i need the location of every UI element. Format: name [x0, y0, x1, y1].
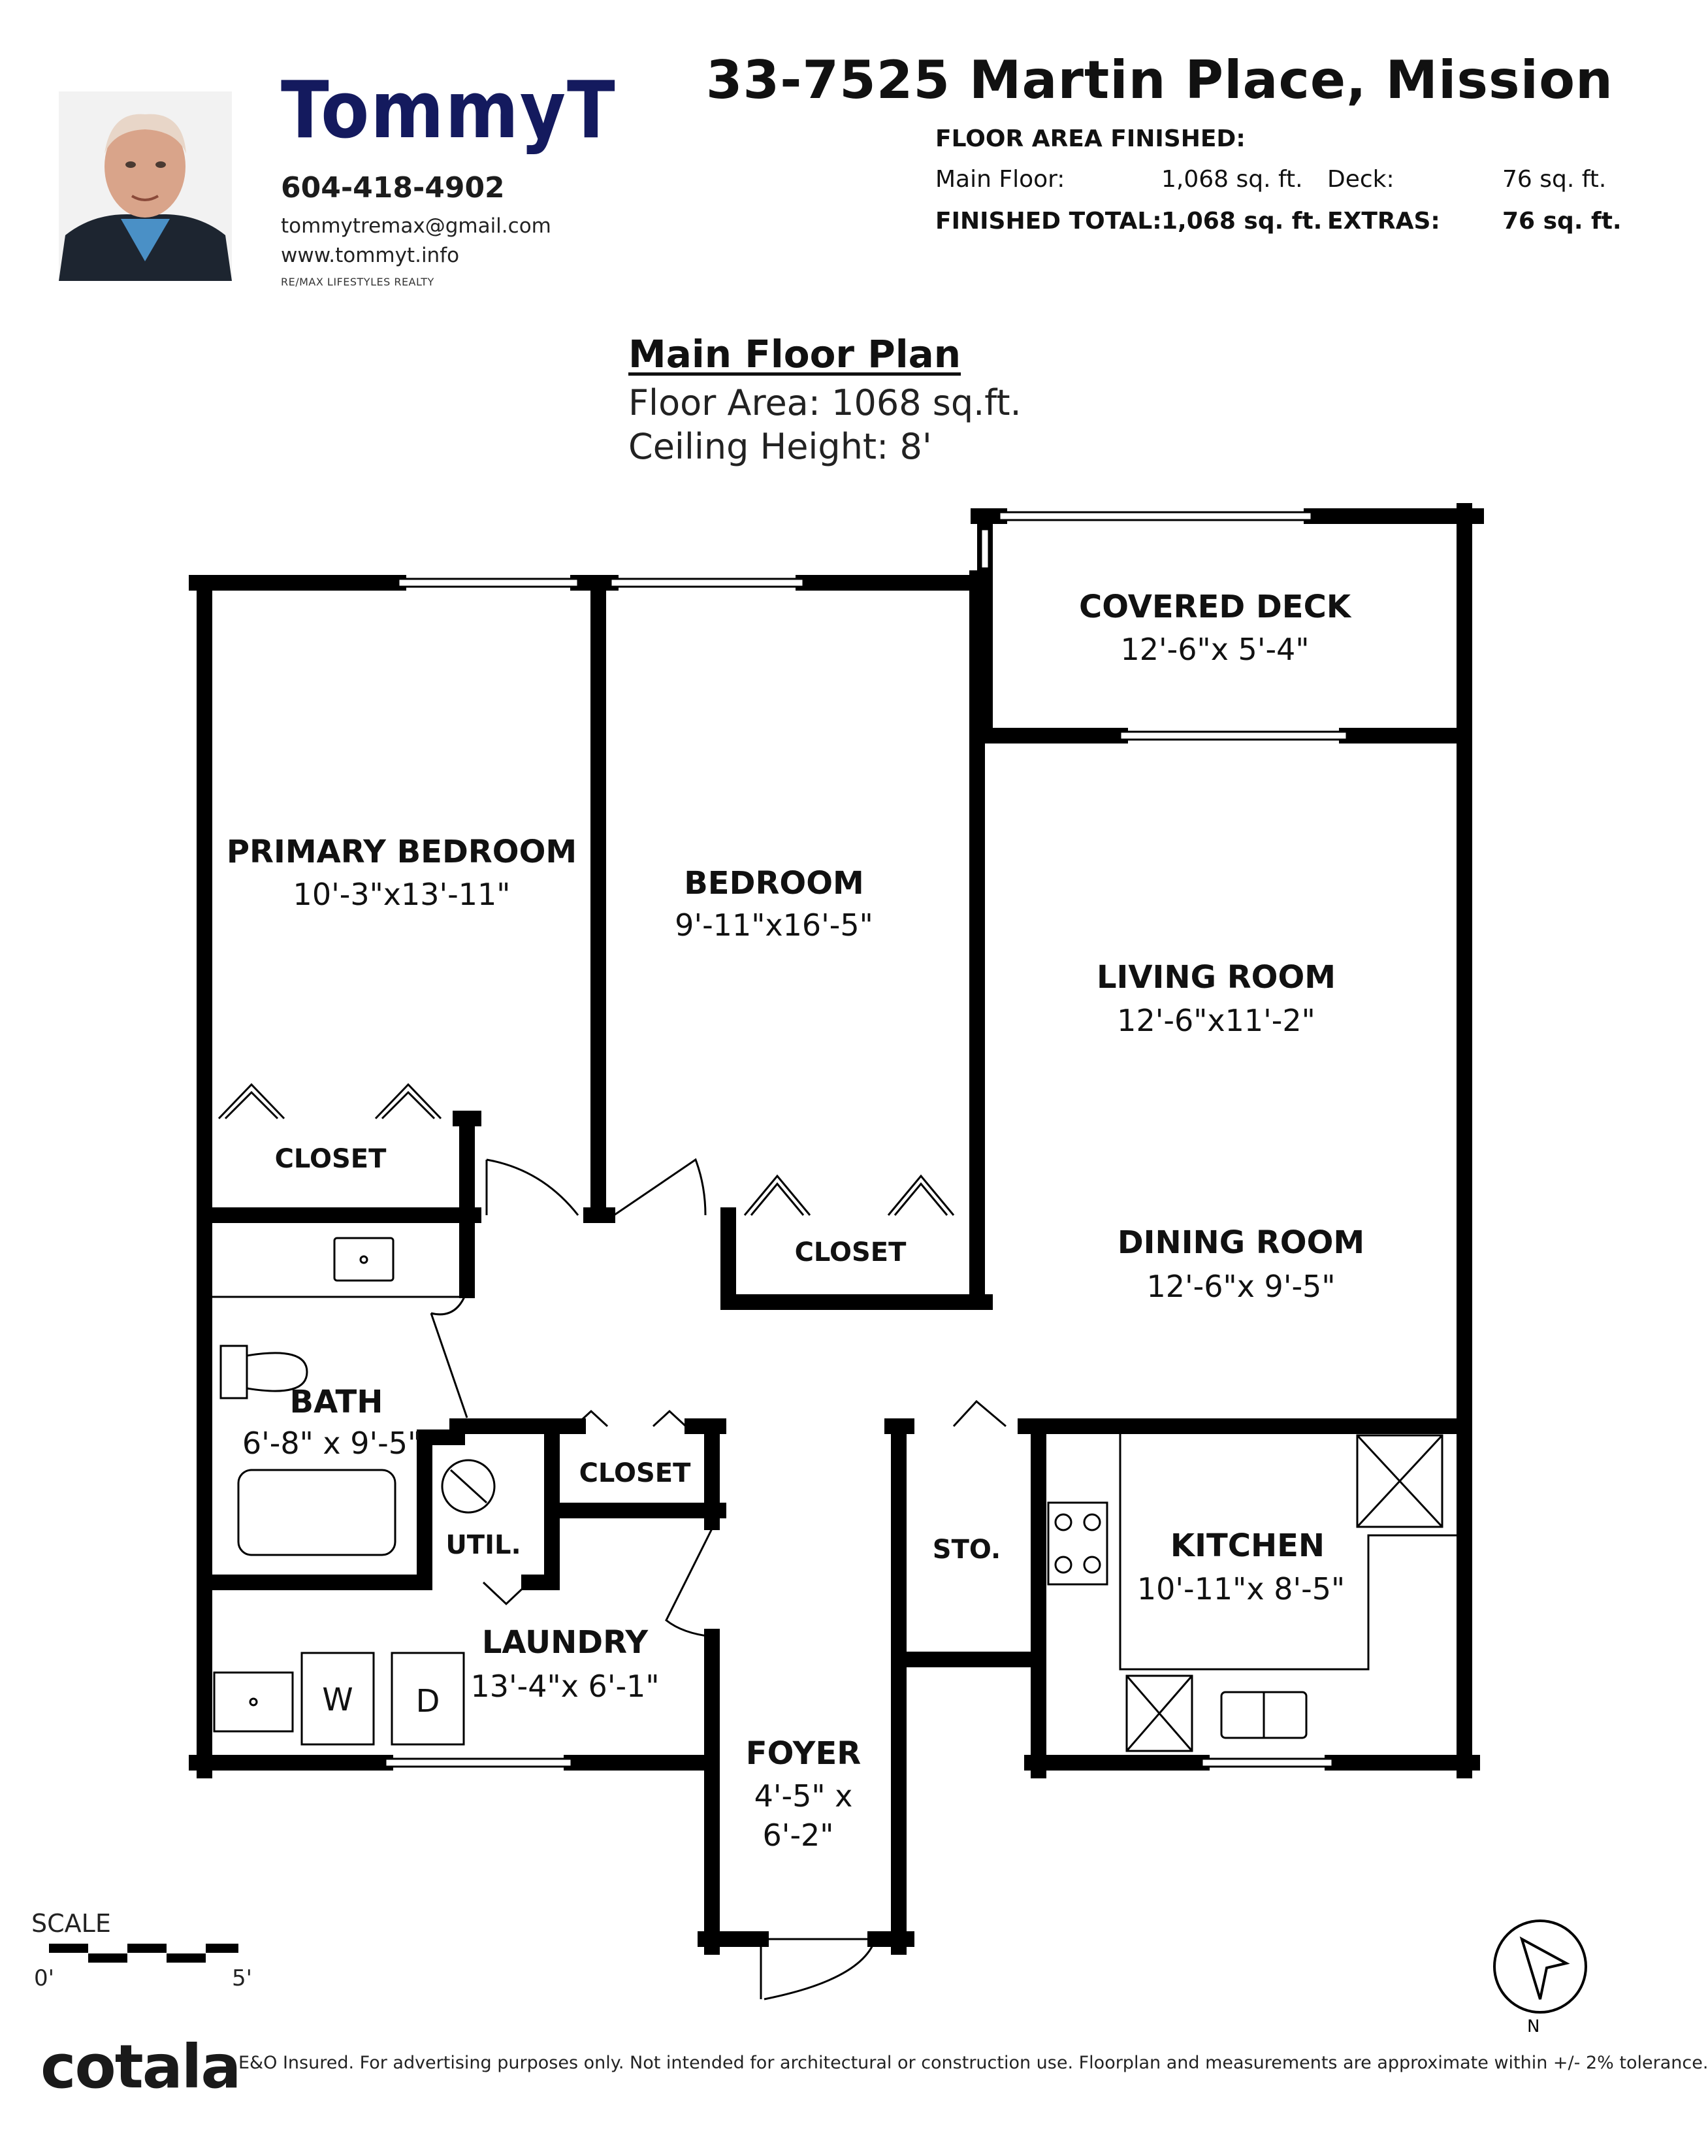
range-icon	[1047, 1501, 1108, 1586]
agent-phone: 604-418-4902	[281, 171, 505, 204]
scale-max-label: 5'	[232, 1965, 252, 1991]
main-floor-label: Main Floor:	[935, 166, 1065, 193]
fridge-icon	[1356, 1434, 1443, 1528]
kitchen-name: KITCHEN	[1170, 1527, 1325, 1564]
dryer-label: D	[416, 1683, 440, 1720]
plan-floor-area: Floor Area: 1068 sq.ft.	[628, 382, 1022, 423]
foyer-dims-line2: 6'-2"	[763, 1818, 834, 1853]
dryer-icon	[391, 1652, 465, 1746]
windows	[384, 511, 1348, 1768]
floor-plan: COVERED DECK 12'-6"x 5'-4" PRIMARY BEDRO…	[49, 503, 1587, 2036]
primary-closet-name: CLOSET	[275, 1144, 387, 1174]
scale-min-label: 0'	[34, 1965, 54, 1991]
scale-bar	[49, 1944, 238, 1963]
laundry-name: LAUNDRY	[482, 1624, 649, 1661]
plan-ceiling-height: Ceiling Height: 8'	[628, 426, 932, 467]
floor-area-heading: FLOOR AREA FINISHED:	[935, 125, 1246, 152]
bath-sink-icon	[333, 1237, 395, 1282]
agent-brand-logo: TommyT	[281, 65, 617, 156]
bath-dims: 6'-8" x 9'-5"	[242, 1426, 421, 1461]
finished-total-value: 1,068 sq. ft.	[1161, 208, 1323, 235]
kitchen-dims: 10'-11"x 8'-5"	[1137, 1571, 1345, 1607]
agent-website: www.tommyt.info	[281, 244, 460, 267]
hall-closet-name: CLOSET	[579, 1458, 692, 1488]
bathtub-icon	[237, 1469, 396, 1556]
deck-value: 76 sq. ft.	[1502, 166, 1607, 193]
extras-label: EXTRAS:	[1327, 208, 1440, 235]
laundry-sink-icon	[213, 1671, 294, 1733]
disclaimer-text: E&O Insured. For advertising purposes on…	[238, 2053, 1708, 2073]
main-floor-value: 1,068 sq. ft.	[1161, 166, 1303, 193]
north-arrow-icon: N	[1493, 1919, 1587, 2036]
plan-title: Main Floor Plan	[628, 332, 961, 376]
water-heater-icon	[441, 1459, 496, 1514]
extras-value: 76 sq. ft.	[1502, 208, 1622, 235]
util-name: UTIL.	[445, 1530, 521, 1560]
foyer-dims-line1: 4'-5" x	[754, 1778, 853, 1814]
agent-email: tommytremax@gmail.com	[281, 214, 551, 238]
fixtures	[212, 1237, 1464, 1752]
foyer-name: FOYER	[746, 1735, 861, 1772]
walls	[189, 503, 1484, 1955]
room-labels: COVERED DECK 12'-6"x 5'-4" PRIMARY BEDRO…	[227, 589, 1364, 1853]
finished-total-label: FINISHED TOTAL:	[935, 208, 1162, 235]
doors	[218, 1083, 1007, 2001]
laundry-dims: 13'-4"x 6'-1"	[471, 1669, 660, 1704]
bath-name: BATH	[290, 1384, 383, 1420]
storage-name: STO.	[933, 1535, 1001, 1565]
cotala-logo: cotala	[40, 2032, 241, 2102]
kitchen-counter	[1119, 1426, 1464, 1671]
washer-label: W	[322, 1682, 353, 1718]
toilet-icon	[246, 1352, 308, 1392]
bedroom-name: BEDROOM	[684, 865, 864, 902]
washer-icon	[300, 1652, 375, 1746]
agent-photo	[59, 91, 232, 281]
primary-bedroom-name: PRIMARY BEDROOM	[227, 834, 577, 870]
deck-label: Deck:	[1327, 166, 1394, 193]
covered-deck-dims: 12'-6"x 5'-4"	[1121, 632, 1310, 667]
scale-label: SCALE	[31, 1909, 111, 1938]
living-room-dims: 12'-6"x11'-2"	[1117, 1003, 1315, 1038]
dishwasher-icon	[1125, 1674, 1193, 1752]
living-room-name: LIVING ROOM	[1097, 959, 1336, 996]
north-label: N	[1527, 2017, 1539, 2036]
primary-bedroom-dims: 10'-3"x13'-11"	[293, 877, 511, 912]
covered-deck-name: COVERED DECK	[1079, 589, 1352, 625]
listing-address: 33-7525 Martin Place, Mission	[705, 50, 1613, 110]
bedroom-dims: 9'-11"x16'-5"	[675, 907, 873, 943]
bedroom-closet-name: CLOSET	[795, 1237, 907, 1267]
dining-room-dims: 12'-6"x 9'-5"	[1147, 1269, 1336, 1304]
agent-brokerage: RE/MAX LIFESTYLES REALTY	[281, 276, 434, 288]
dining-room-name: DINING ROOM	[1118, 1224, 1364, 1261]
toilet-tank-icon	[219, 1345, 248, 1399]
